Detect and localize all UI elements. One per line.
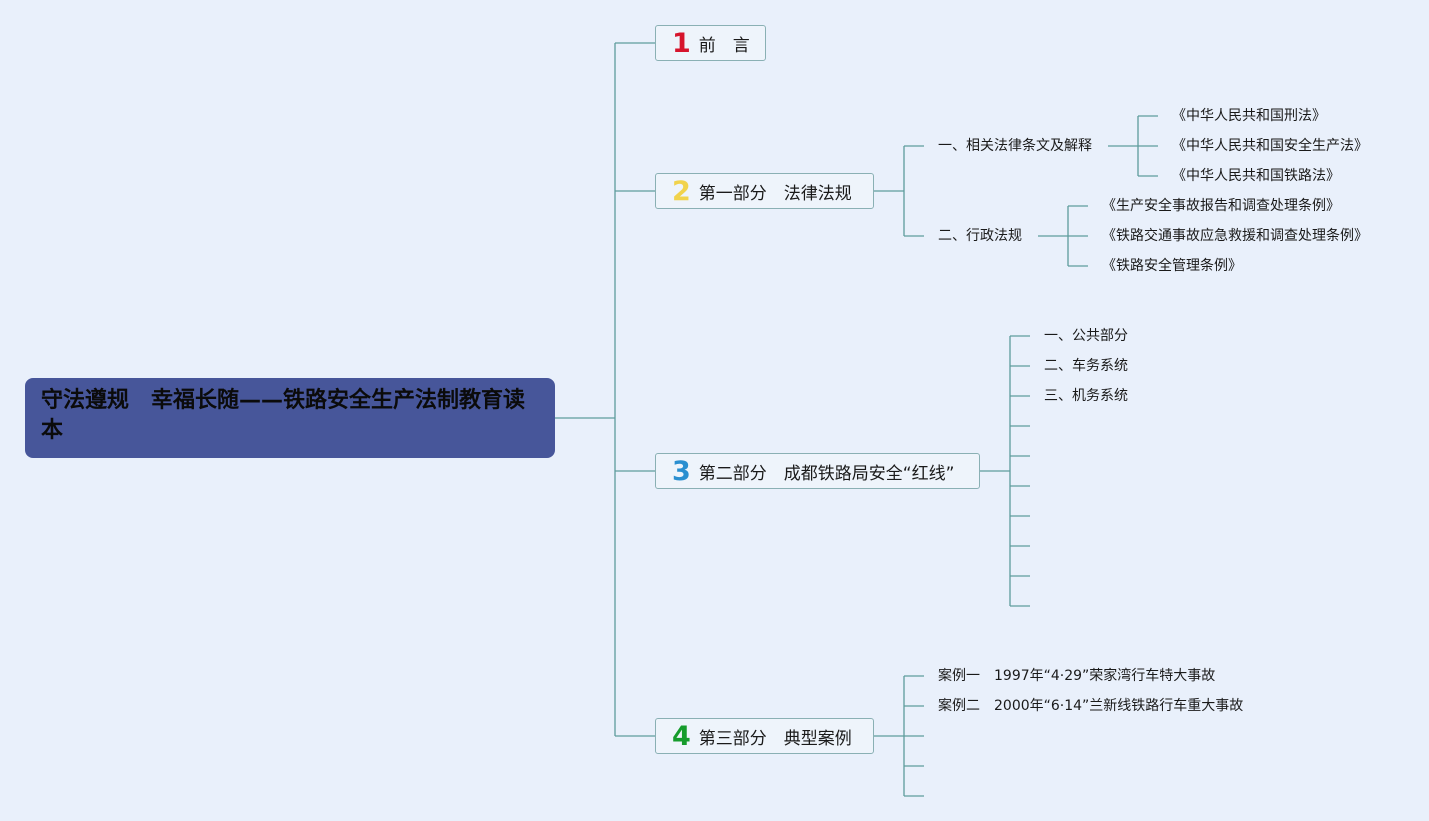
connector-part2 — [980, 335, 1030, 607]
connector-part1 — [874, 145, 924, 237]
topic-red-line-item[interactable]: 二、车务系统 — [1044, 358, 1128, 374]
section-part-2[interactable]: 3 第二部分 成都铁路局安全“红线” — [655, 453, 980, 489]
topic-red-line-item[interactable]: 一、公共部分 — [1044, 328, 1128, 344]
connector-regulations — [1038, 205, 1088, 267]
section-part-3[interactable]: 4 第三部分 典型案例 — [655, 718, 874, 754]
topic-regulation[interactable]: 《铁路交通事故应急救援和调查处理条例》 — [1102, 228, 1368, 244]
section-preface[interactable]: 1 前 言 — [655, 25, 766, 61]
section-number-2: 2 — [672, 175, 691, 207]
topic-red-line-item[interactable]: 三、机务系统 — [1044, 388, 1128, 404]
topic-law[interactable]: 《中华人民共和国安全生产法》 — [1172, 138, 1368, 154]
section-number-3: 3 — [672, 455, 691, 487]
section-label-4: 第三部分 典型案例 — [698, 728, 852, 749]
topic-case[interactable]: 案例一 1997年“4·29”荣家湾行车特大事故 — [938, 668, 1216, 684]
topic-regulation[interactable]: 《生产安全事故报告和调查处理条例》 — [1102, 198, 1340, 214]
connector-laws — [1108, 115, 1158, 177]
section-number-1: 1 — [672, 27, 691, 59]
section-part-1[interactable]: 2 第一部分 法律法规 — [655, 173, 874, 209]
section-label-3: 第二部分 成都铁路局安全“红线” — [698, 463, 955, 484]
root-topic[interactable]: 守法遵规 幸福长随——铁路安全生产法制教育读本 — [25, 378, 555, 458]
connector-part3 — [874, 675, 924, 797]
section-label-2: 第一部分 法律法规 — [698, 183, 852, 204]
section-label-1: 前 言 — [698, 35, 750, 56]
topic-regulation[interactable]: 《铁路安全管理条例》 — [1102, 258, 1242, 274]
section-number-4: 4 — [672, 720, 691, 752]
topic-case[interactable]: 案例二 2000年“6·14”兰新线铁路行车重大事故 — [938, 698, 1244, 714]
topic-law[interactable]: 《中华人民共和国刑法》 — [1172, 108, 1326, 124]
topic-law[interactable]: 《中华人民共和国铁路法》 — [1172, 168, 1340, 184]
topic-law-group[interactable]: 一、相关法律条文及解释 — [938, 138, 1092, 154]
topic-regulation-group[interactable]: 二、行政法规 — [938, 228, 1022, 244]
